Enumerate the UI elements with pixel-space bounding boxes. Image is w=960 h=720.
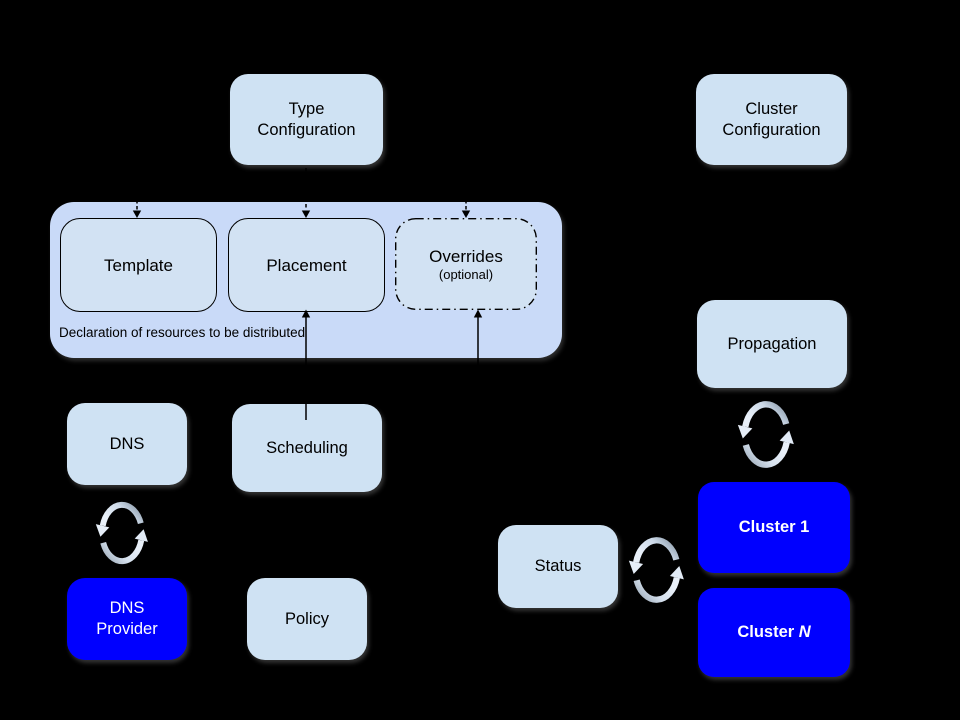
sync-icon <box>95 496 149 570</box>
node-overrides: Overrides (optional) <box>395 218 537 310</box>
node-placement: Placement <box>228 218 385 312</box>
node-status: Status <box>498 525 618 608</box>
node-cluster-1: Cluster 1 <box>698 482 850 573</box>
node-label: Type <box>288 99 325 118</box>
node-cluster-n: Cluster N <box>698 588 850 677</box>
node-cluster-configuration: Cluster Configuration <box>696 74 847 165</box>
node-scheduling: Scheduling <box>232 404 382 492</box>
node-template: Template <box>60 218 217 312</box>
container-caption: Declaration of resources to be distribut… <box>59 325 306 340</box>
node-label: Configuration <box>722 120 821 139</box>
node-label: DNS <box>109 434 145 453</box>
node-label: Template <box>104 255 173 275</box>
node-label: Status <box>534 557 582 575</box>
node-policy: Policy <box>247 578 367 660</box>
node-label: Policy <box>284 609 329 628</box>
cluster-n-italic: N <box>798 623 811 641</box>
node-label: Configuration <box>257 120 356 139</box>
node-label: Provider <box>96 620 158 638</box>
sync-icon <box>737 395 795 474</box>
node-dns: DNS <box>67 403 187 485</box>
node-label: DNS <box>109 599 145 617</box>
node-sublabel: (optional) <box>438 266 494 282</box>
node-label: Placement <box>266 255 347 275</box>
node-label: Scheduling <box>266 438 348 457</box>
node-label: Cluster N <box>737 623 811 641</box>
node-label: Cluster 1 <box>738 518 810 536</box>
node-label: Overrides <box>429 246 503 266</box>
node-label: Propagation <box>727 334 817 353</box>
resource-declaration-container: Template Placement Overrides (optional) … <box>50 202 562 358</box>
sync-icon <box>628 532 685 608</box>
node-dns-provider: DNS Provider <box>67 578 187 660</box>
node-label: Cluster <box>745 99 798 118</box>
node-type-configuration: Type Configuration <box>230 74 383 165</box>
node-propagation: Propagation <box>697 300 847 388</box>
